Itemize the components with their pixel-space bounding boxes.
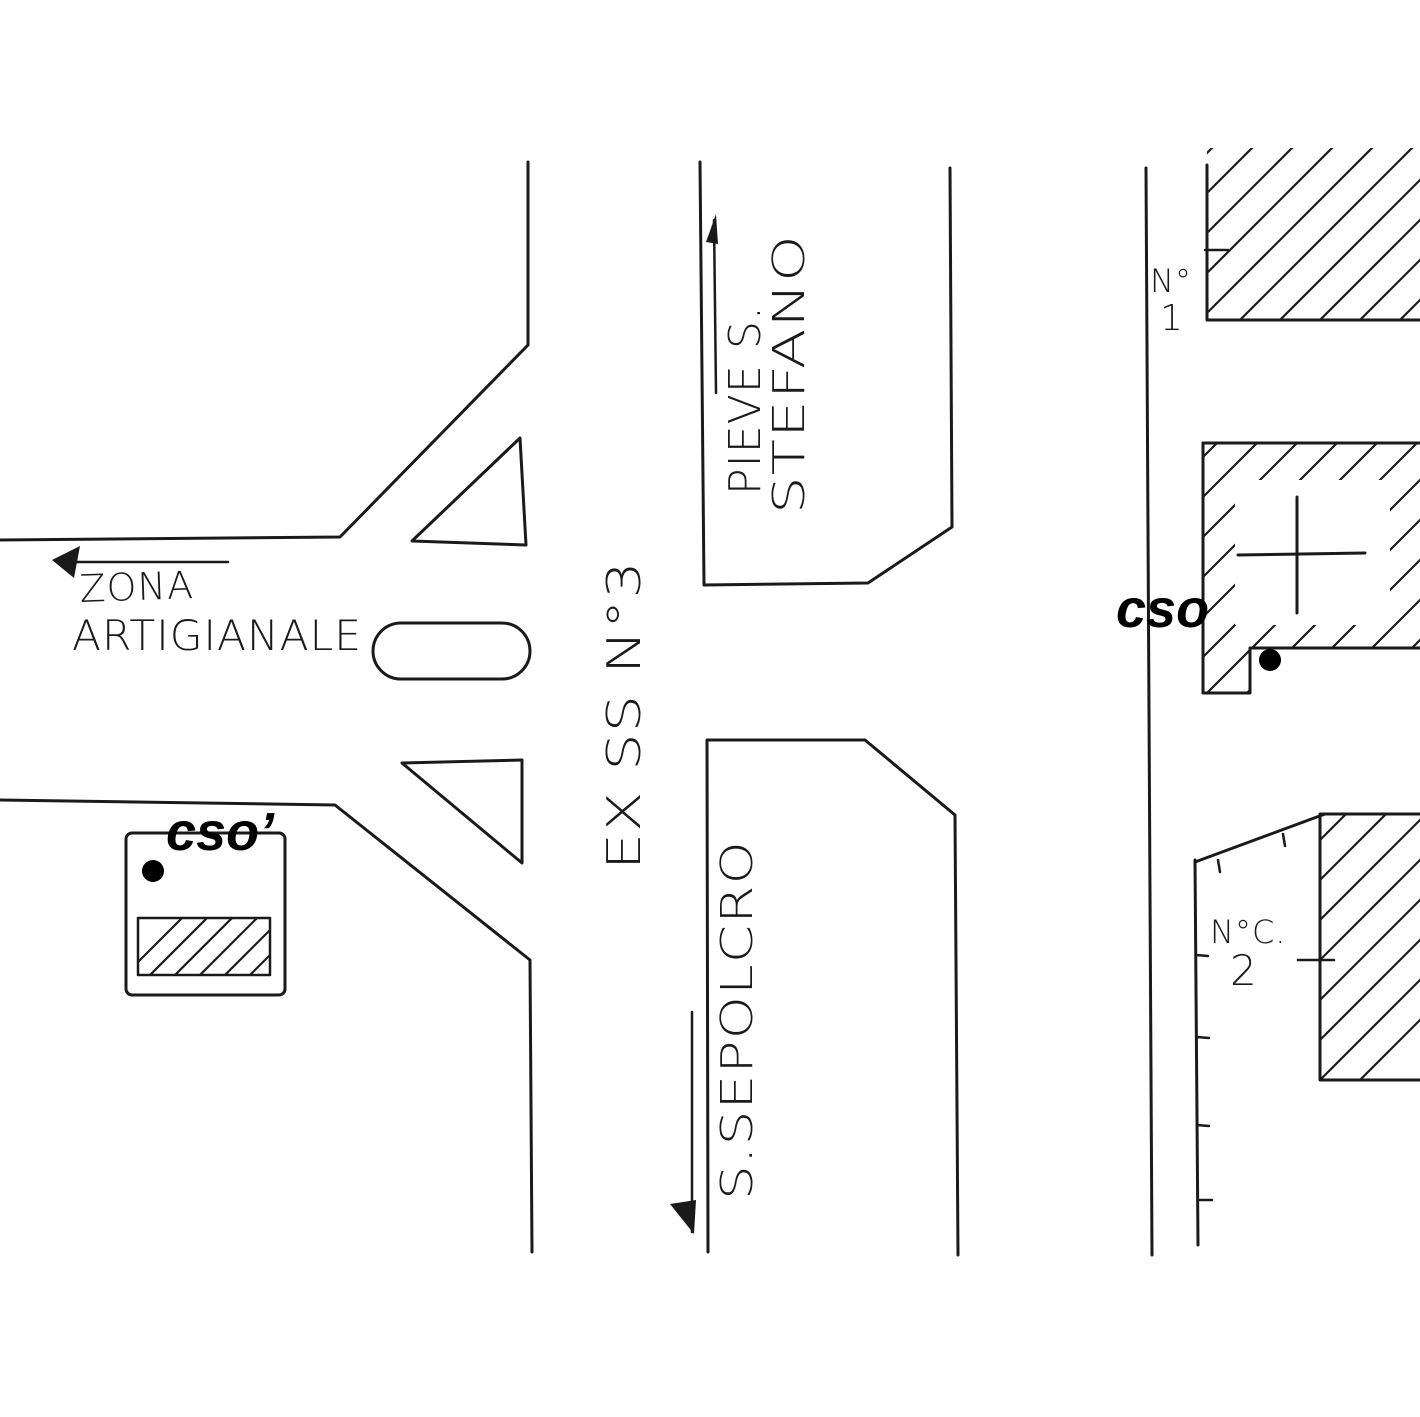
nw-block-edge [0,160,530,542]
frontage-angled [1193,812,1327,864]
label-building-2-number: 2 [1230,946,1258,995]
label-sepolcro: S.SEPOLCRO [712,840,763,1200]
road-edges [0,160,1327,1257]
ne-block-edge [698,160,954,587]
traffic-island-north [410,436,528,547]
label-building-1-number: 1 [1160,298,1184,339]
label-artigianale: ARTIGIANALE [72,611,362,660]
frontage-line [1193,858,1200,1247]
traffic-island-oval [371,621,532,681]
marker-cso: cso [1116,579,1281,671]
label-building-2-prefix: N°C. [1210,913,1286,951]
label-zona: ZONA [79,563,195,611]
se-block-edge [705,738,960,1257]
arrow-west-icon [52,546,230,578]
label-pieve: PIEVE S. [720,305,771,495]
traffic-island-south [400,758,524,865]
arrow-south-icon [670,1010,696,1234]
east-street-edge [1144,166,1154,1257]
frontage-ticks [1194,832,1287,1202]
marker-cso-dot [1259,649,1281,671]
marker-cso-prime-label: cso’ [166,802,275,862]
cross-icon [1236,495,1367,615]
marker-cso-label: cso [1116,579,1209,639]
label-stefano: STEFANO [764,234,815,514]
building-west-lot [124,831,287,997]
marker-cso-prime: cso’ [142,802,275,882]
sw-block-edge [0,798,534,1254]
arrow-north-icon [706,214,718,395]
building-church [1201,441,1420,695]
label-main-road: EX SS N°3 [597,560,651,870]
building-1 [1203,148,1420,322]
marker-cso-prime-dot [142,860,164,882]
label-building-1-prefix: N° [1150,262,1192,300]
building-2 [1296,812,1420,1082]
